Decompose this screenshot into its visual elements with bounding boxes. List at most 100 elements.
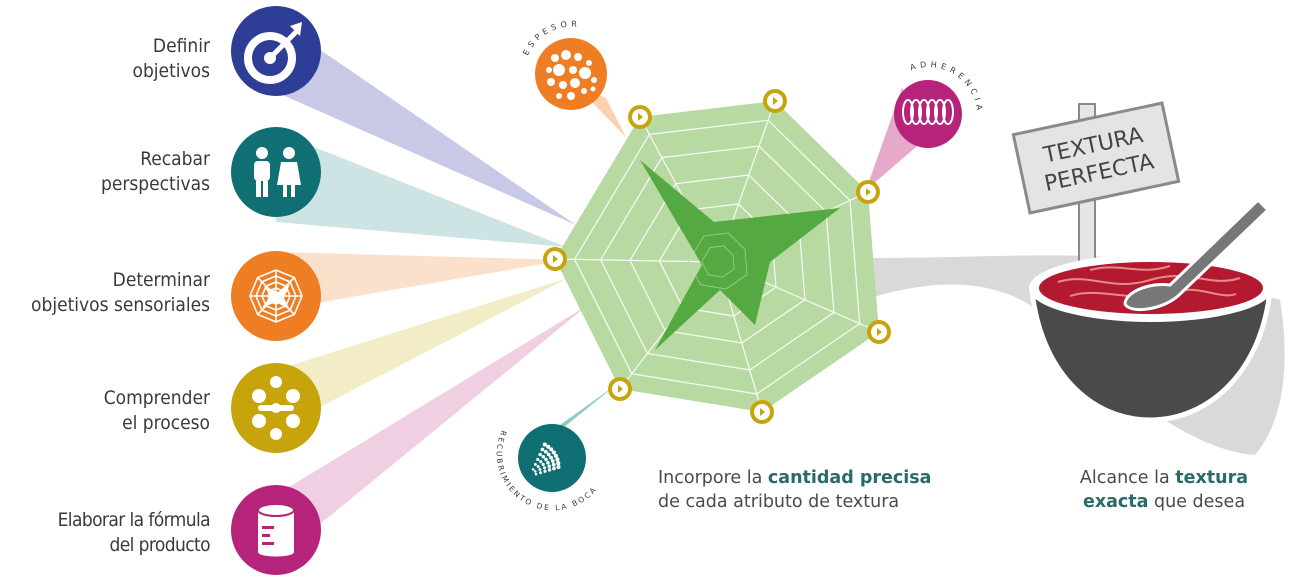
spray-dot	[542, 442, 547, 447]
spray-dot	[549, 455, 553, 460]
step-icon-elaborar	[231, 485, 321, 575]
radar-knob	[763, 89, 787, 113]
radar-knob	[750, 400, 774, 424]
step-3-line-2: objetivos sensoriales	[31, 294, 210, 316]
caption-radar-post: de cada atributo de textura	[658, 492, 900, 512]
step-4-line-2: el proceso	[122, 412, 210, 434]
step-rays	[262, 10, 588, 560]
step-5-line-2: del producto	[109, 534, 210, 556]
step-1-line-2: objetivos	[132, 60, 210, 82]
caption-result: Alcance la textura exacta que desea	[1064, 466, 1264, 514]
step-icon-comprender	[231, 363, 321, 453]
bowl-body	[1029, 287, 1273, 423]
ray-recabar	[276, 132, 566, 247]
radar-knob	[608, 377, 632, 401]
spray-dot	[550, 459, 555, 463]
radar-texture-shape	[640, 160, 840, 350]
spray-dot	[546, 460, 550, 465]
caption-radar-pre: Incorpore la	[658, 468, 768, 488]
bowl-illustration: TEXTURA PERFECTA	[1011, 101, 1273, 423]
spray-dot	[556, 465, 561, 470]
web-shape	[262, 284, 290, 310]
spray-dot	[551, 462, 556, 467]
radar-knob	[543, 247, 567, 271]
spray-dot	[546, 452, 551, 457]
spray-dot	[546, 444, 551, 449]
step-4-line-1: Comprender	[103, 387, 210, 409]
step-label-determinar: Determinar objetivos sensoriales	[0, 268, 210, 318]
step-label-definir: Definir objetivos	[0, 34, 210, 84]
spray-dot	[534, 472, 538, 476]
spray-icon	[531, 442, 561, 476]
spray-dot	[536, 457, 540, 462]
spray-dot	[540, 447, 545, 452]
ray-definir	[262, 10, 576, 225]
caption-result-bold-2: exacta	[1082, 492, 1149, 512]
caption-radar: Incorpore la cantidad precisa de cada at…	[658, 466, 958, 514]
radar-core-ring	[688, 232, 748, 290]
radar-knob	[628, 105, 652, 129]
caption-result-pre: Alcance la	[1079, 468, 1176, 488]
radar-knobs	[543, 89, 891, 424]
caption-radar-bold: cantidad precisa	[767, 468, 932, 488]
spray-dot	[542, 466, 547, 470]
caption-result-bold-1: textura	[1175, 468, 1249, 488]
radar-inner-grid	[688, 232, 748, 290]
spray-dot	[539, 471, 542, 475]
spoon	[1123, 197, 1271, 311]
recubrimiento-badge: RECUBRIMIENTO DE LA BOCA	[495, 424, 597, 512]
radar-ring	[573, 119, 861, 395]
step-2-line-2: perspectivas	[100, 173, 210, 195]
ray-determinar	[276, 252, 566, 310]
sign-board: TEXTURA PERFECTA	[1011, 101, 1181, 215]
spray-dot	[539, 460, 543, 464]
beaker-icon	[257, 503, 295, 557]
spray-dot	[531, 468, 535, 471]
spray-dot	[552, 466, 556, 471]
ray-comprender	[276, 278, 568, 430]
spray-dot	[533, 470, 537, 473]
spray-dot	[536, 465, 540, 469]
spray-dot	[543, 469, 547, 473]
step-5-line-1: Elaborar la fórmula	[57, 509, 211, 531]
spray-dot	[533, 462, 537, 466]
adherencia-badge: ADHERENCIA	[894, 60, 980, 148]
step-icon-determinar	[231, 251, 321, 341]
spray-dot	[538, 452, 542, 457]
spider-web-icon	[249, 269, 303, 323]
spray-dot	[549, 447, 554, 452]
process-network-icon	[252, 376, 300, 440]
spray-dot	[551, 450, 556, 455]
radar-ring	[629, 174, 806, 344]
step-1-line-1: Definir	[152, 35, 210, 57]
bubbles-icon	[546, 50, 597, 100]
spray-dot	[544, 457, 548, 462]
spray-dot	[555, 457, 560, 462]
spray-dot	[538, 468, 542, 471]
spray-dot	[543, 449, 548, 454]
step-3-line-1: Determinar	[112, 269, 210, 291]
radar-ring	[599, 145, 835, 371]
step-icons	[231, 6, 321, 575]
spray-dot	[556, 461, 561, 466]
radar-knob	[867, 320, 891, 344]
step-icon-recabar	[231, 127, 321, 217]
step-2-line-1: Recabar	[140, 148, 210, 170]
spray-dot	[547, 464, 551, 468]
spray-dot	[541, 454, 546, 459]
texture-radar-chart	[543, 89, 891, 424]
people-icon	[254, 147, 301, 197]
caption-result-post: que desea	[1148, 492, 1246, 512]
spring-icon	[902, 99, 954, 125]
radar-knob	[856, 180, 880, 204]
espesor-badge: ESPESOR	[521, 19, 607, 110]
step-label-elaborar: Elaborar la fórmula del producto	[0, 508, 211, 558]
spray-dot	[553, 453, 558, 458]
radar-core-ring	[701, 245, 735, 278]
target-arrow-icon	[244, 32, 296, 84]
spray-dot	[541, 462, 545, 467]
ray-elaborar	[276, 305, 588, 560]
step-label-comprender: Comprender el proceso	[0, 386, 210, 436]
